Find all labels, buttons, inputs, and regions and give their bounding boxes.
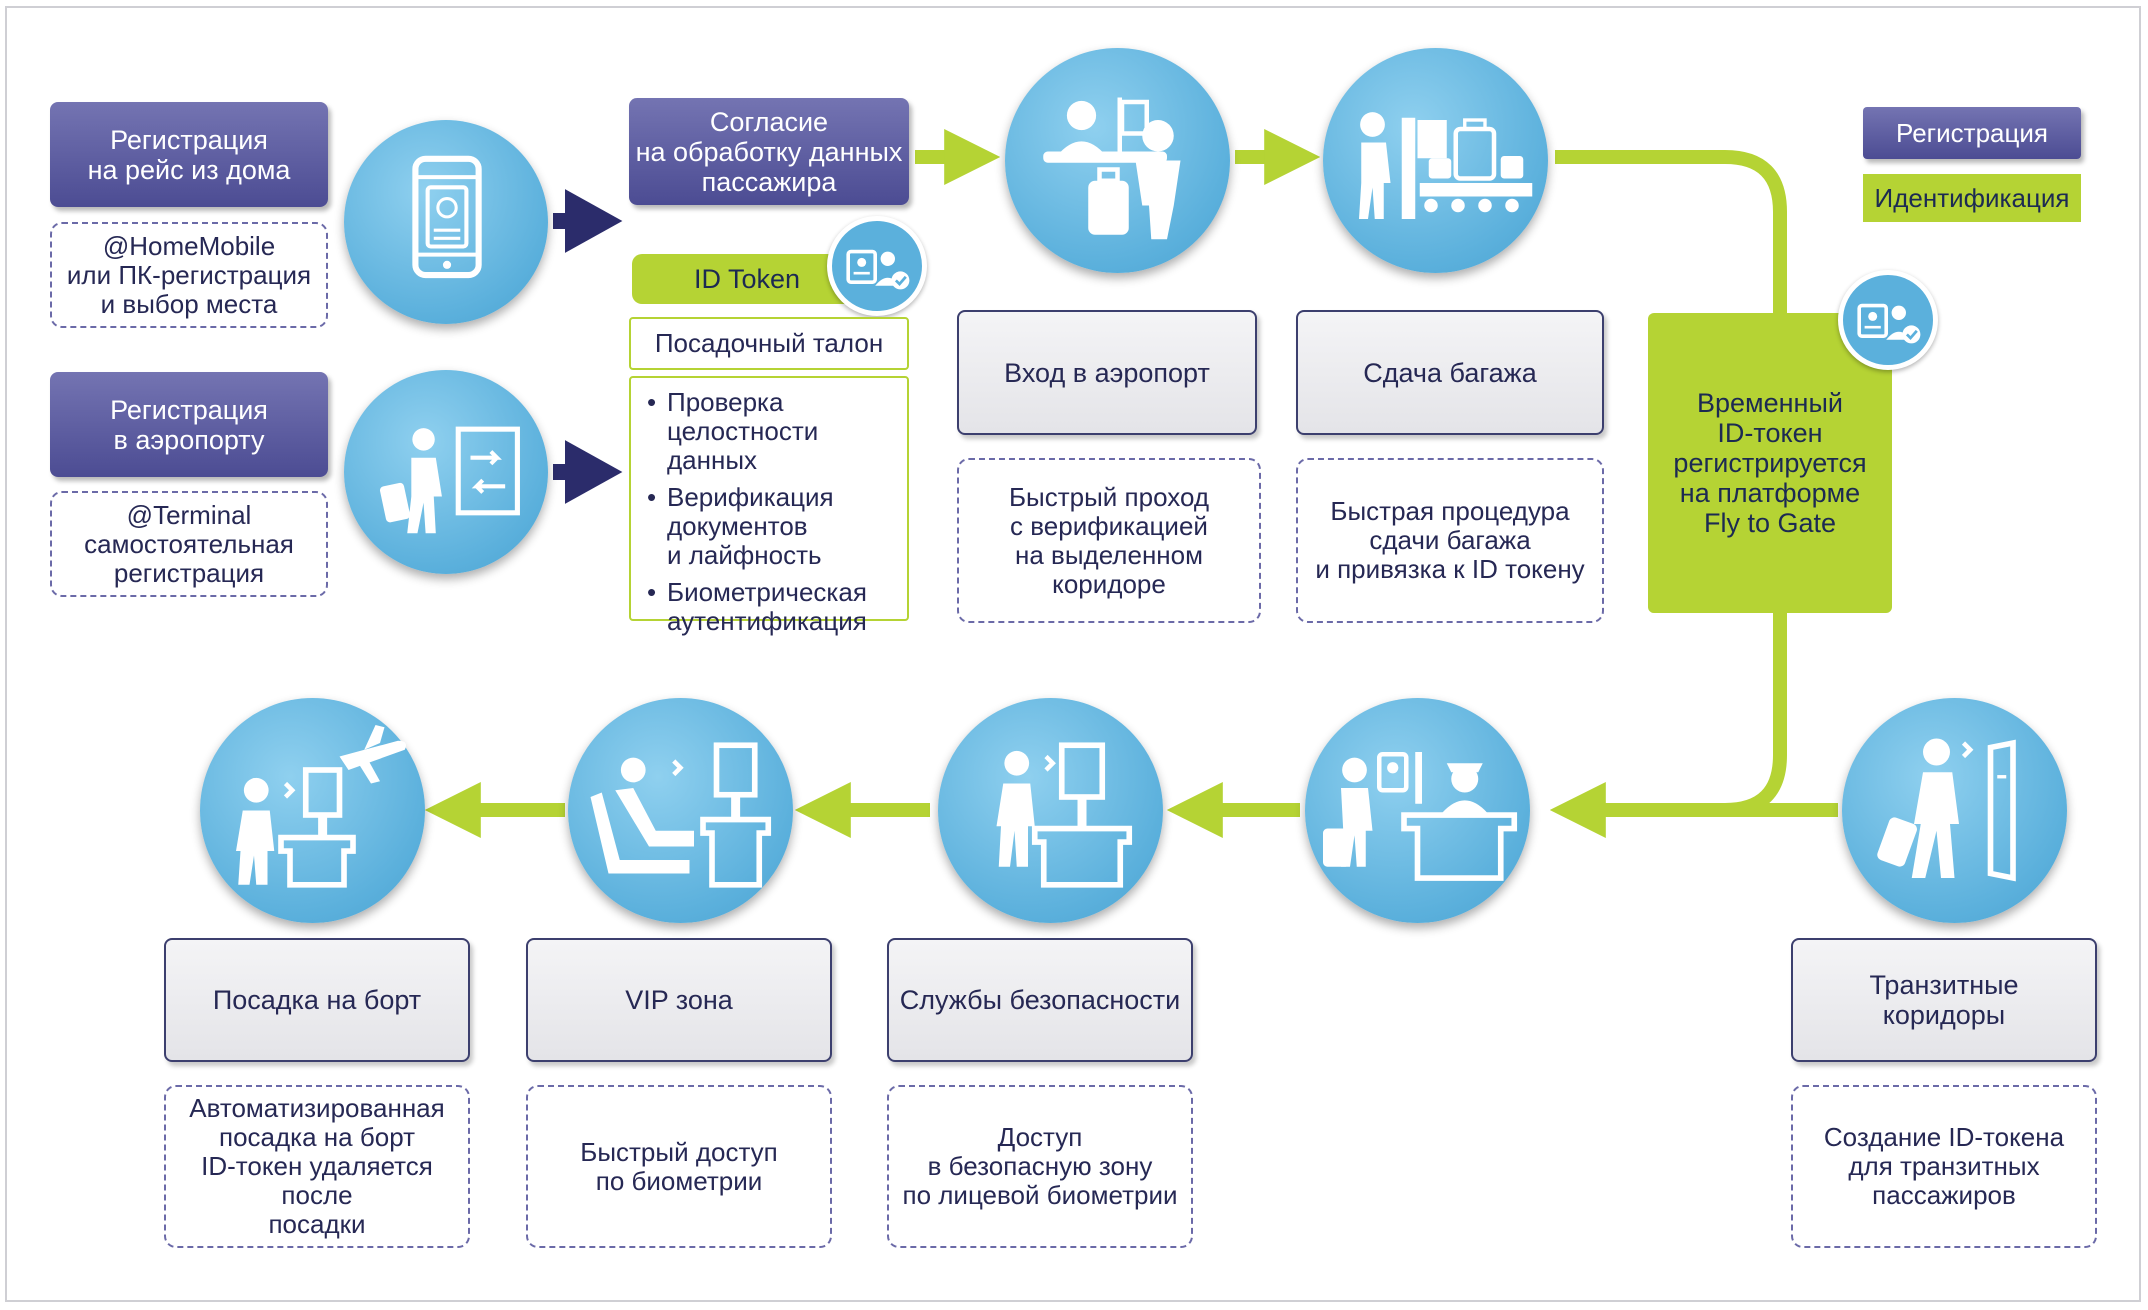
desk-agent-passenger-icon <box>1005 48 1230 273</box>
boarding-box: Посадка на борт <box>164 938 470 1062</box>
transit-corridors-box: Транзитные коридоры <box>1791 938 2097 1062</box>
home-registration-box: Регистрация на рейс из дома <box>50 102 328 207</box>
legend-identification-label: Идентификация <box>1874 183 2070 213</box>
id-token-label-box: ID Token <box>632 254 862 304</box>
temporary-id-token-text: Временный ID-токен регистрируется на пла… <box>1673 388 1867 538</box>
baggage-drop-box: Сдача багажа <box>1296 310 1604 435</box>
smartphone-passport-icon <box>344 120 548 324</box>
security-services-title: Службы безопасности <box>899 985 1181 1015</box>
id-token-label: ID Token <box>693 264 801 294</box>
boarding-note: Автоматизированная посадка на борт ID-то… <box>164 1085 470 1248</box>
baggage-drop-belt-icon <box>1323 48 1548 273</box>
legend-identification: Идентификация <box>1863 174 2081 222</box>
lounge-chair-kiosk-icon <box>568 698 793 923</box>
transit-corridors-note-text: Создание ID-токена для транзитных пассаж… <box>1823 1122 2065 1210</box>
id-token-checks-box: Проверка целостности данных Верификация … <box>629 376 909 636</box>
transit-corridors-title: Транзитные коридоры <box>1869 970 2019 1030</box>
check-biometric-auth: Биометрическая аутентификация <box>647 578 895 636</box>
airport-registration-title: Регистрация в аэропорту <box>110 394 268 455</box>
airport-registration-note: @Terminal самостоятельная регистрация <box>50 491 328 597</box>
id-token-checks-list: Проверка целостности данных Верификация … <box>631 378 907 636</box>
boarding-gate-plane-icon <box>200 698 425 923</box>
consent-box: Согласие на обработку данных пассажира <box>629 98 909 205</box>
airport-entry-box: Вход в аэропорт <box>957 310 1257 435</box>
temporary-id-token-box: Временный ID-токен регистрируется на пла… <box>1648 313 1892 613</box>
airport-registration-note-text: @Terminal самостоятельная регистрация <box>84 499 294 588</box>
boarding-pass-label: Посадочный талон <box>654 328 884 358</box>
traveler-kiosk-icon <box>344 370 548 574</box>
home-registration-title: Регистрация на рейс из дома <box>87 124 291 185</box>
vip-zone-title: VIP зона <box>625 985 733 1015</box>
home-registration-note: @HomeMobile или ПК-регистрация и выбор м… <box>50 222 328 328</box>
security-services-box: Службы безопасности <box>887 938 1193 1062</box>
baggage-drop-note: Быстрая процедура сдачи багажа и привязк… <box>1296 458 1604 623</box>
legend-registration: Регистрация <box>1863 107 2081 159</box>
airport-entry-note-text: Быстрый проход с верификацией на выделен… <box>1008 481 1210 599</box>
check-document-liveness: Верификация документов и лайфность <box>647 483 895 570</box>
id-card-person-check-icon <box>827 216 927 316</box>
consent-title: Согласие на обработку данных пассажира <box>635 106 903 197</box>
boarding-pass-box: Посадочный талон <box>629 317 909 370</box>
vip-zone-box: VIP зона <box>526 938 832 1062</box>
airport-entry-note: Быстрый проход с верификацией на выделен… <box>957 458 1261 623</box>
boarding-title: Посадка на борт <box>212 985 422 1015</box>
baggage-drop-title: Сдача багажа <box>1363 357 1537 388</box>
id-card-person-check-icon <box>1838 270 1938 370</box>
check-data-integrity: Проверка целостности данных <box>647 388 895 475</box>
security-officer-desk-icon <box>1305 698 1530 923</box>
vip-zone-note: Быстрый доступ по биометрии <box>526 1085 832 1248</box>
passenger-kiosk-icon <box>938 698 1163 923</box>
legend-registration-label: Регистрация <box>1896 118 2048 148</box>
boarding-note-text: Автоматизированная посадка на борт ID-то… <box>189 1093 445 1239</box>
security-services-note: Доступ в безопасную зону по лицевой биом… <box>887 1085 1193 1248</box>
vip-zone-note-text: Быстрый доступ по биометрии <box>580 1136 778 1196</box>
home-registration-note-text: @HomeMobile или ПК-регистрация и выбор м… <box>66 230 312 319</box>
baggage-drop-note-text: Быстрая процедура сдачи багажа и привязк… <box>1315 496 1585 584</box>
airport-registration-box: Регистрация в аэропорту <box>50 372 328 477</box>
traveler-gate-icon <box>1842 698 2067 923</box>
transit-corridors-note: Создание ID-токена для транзитных пассаж… <box>1791 1085 2097 1248</box>
diagram-frame <box>5 6 2141 1302</box>
airport-entry-title: Вход в аэропорт <box>1004 357 1210 388</box>
security-services-note-text: Доступ в безопасную зону по лицевой биом… <box>902 1122 1178 1210</box>
